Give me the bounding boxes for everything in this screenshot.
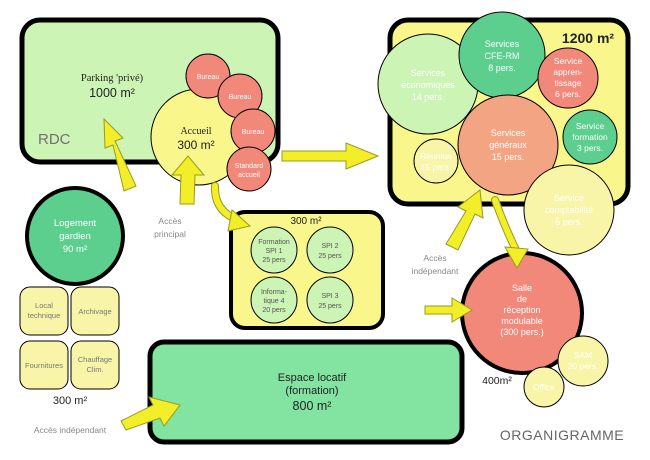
arrow-services-to-reception [491,196,529,270]
standard-label-2: accueil [238,172,260,179]
chauffage-clim-box [70,340,120,390]
logement-gardien-label-3: 90 m² [63,244,87,255]
bureau-label-1: Bureau [197,74,220,81]
formation-spi1-circle [250,226,298,274]
formation-spi1-label-3: 25 pers [262,257,286,264]
service-comptabilite-label-2: comptabilité [545,205,593,215]
reunion-label-2: 15 pers. [421,162,452,172]
accueil-title: Accueil [180,126,211,137]
espace-locatif-label-1: Espace locatif [278,372,347,384]
chauffage-clim-label-1: Chauffage [78,355,112,364]
salle-reception-label-2: de [517,294,527,304]
formation-area: 300 m² [290,216,322,227]
arrow-accueil-to-formation [210,182,252,232]
services-economiques-label-3: 14 pers. [412,92,445,102]
archivage-label: Archivage [78,307,111,316]
service-formation-label-1: Service [576,121,605,131]
reunion-label-1: Réunion [420,151,452,161]
formation-spi1-label-2: SPI 1 [265,248,282,255]
arrow-to-services-block [445,189,484,251]
bureau-label-2: Bureau [229,94,252,101]
service-comptabilite-label-3: 5 pers. [555,217,583,227]
service-comptabilite-circle [523,164,615,256]
local-technique-label-2: technique [28,311,61,320]
acces-principal-label-2: principal [154,229,186,239]
formation-spi2-label-1: SPI 2 [321,243,338,250]
services-area: 1200 m² [562,30,614,46]
office-circle [523,366,565,408]
services-generaux-circle [457,94,559,196]
office-label: Office [533,382,555,392]
local-technique-label-1: Local [35,301,53,310]
formation-spi1-label-1: Formation [258,239,290,246]
salle-reception-label-5: (300 pers.) [500,327,544,337]
accueil-area: 300 m² [177,138,214,152]
parking-title: Parking 'privé) [81,73,144,84]
formation-spi3-circle [306,276,354,324]
formation-spi2-label-2: 25 pers [318,253,342,260]
espace-locatif-area: 800 m² [293,399,332,413]
parking-area: 1000 m² [89,86,135,100]
salle-reception-label-4: modulable [501,316,543,326]
reunion-circle [413,138,459,184]
services-generaux-label-3: 15 pers. [492,152,525,162]
service-apprentissage-label-2: appren- [553,67,582,77]
arrow-to-parking [103,117,137,192]
formation-info4-label-2: tique 4 [263,298,284,305]
services-economiques-label-1: Services [411,68,446,78]
services-cfe-label-3: 8 pers. [488,63,516,73]
salle-reception-label-1: Salle [512,283,532,293]
standard-label: Standard [235,163,264,170]
arrow-to-reception [424,297,473,323]
services-economiques-label-2: économiques [401,80,455,90]
service-formation-circle [562,109,618,165]
service-apprentissage-label-3: tissage [555,78,582,88]
services-generaux-label-1: Services [491,128,526,138]
arrow-to-accueil [170,155,206,205]
services-cfe-label-2: CFE-RM [485,51,520,61]
salle-reception-label-3: réception [503,305,540,315]
service-comptabilite-label-1: Service [554,193,584,203]
chauffage-clim-label-2: Clim. [86,365,103,374]
espace-locatif-zone [147,339,465,445]
local-technique-box [19,286,69,336]
annexes-area: 300 m² [53,395,88,407]
formation-info4-label-1: Informa- [261,289,288,296]
logement-gardien-label-1: Logement [54,218,97,229]
acces-independant-mid-label-2: indépendant [412,266,459,276]
service-formation-label-2: formation [572,132,608,142]
formation-info4-label-3: 20 pers [262,307,286,314]
standard-circle [226,146,272,192]
fournitures-label: Fournitures [25,361,63,370]
fournitures-box [19,340,69,390]
arrow-to-espace-locatif [120,396,181,431]
archivage-box [70,286,120,336]
services-generaux-label-2: généraux [489,140,527,150]
formation-spi3-label-2: 25 pers [318,303,342,310]
organigramme-title: ORGANIGRAMME [500,427,624,443]
formation-spi3-label-1: SPI 3 [321,293,338,300]
formation-spi2-circle [306,226,354,274]
arrow-accueil-to-services [281,142,380,170]
espace-locatif-label-2: (formation) [285,385,338,397]
service-apprentissage-circle [537,47,599,109]
logement-gardien-circle [25,186,125,286]
sam-circle [557,335,609,387]
bureau-label-3: Bureau [242,129,265,136]
service-apprentissage-label-1: Service [554,56,583,66]
acces-independant-bottom-label: Accès indépendant [34,425,107,435]
logement-gardien-label-2: gardien [59,231,91,242]
acces-principal-label-1: Accès [158,216,181,226]
service-formation-label-3: 3 pers. [577,143,603,153]
sam-label-1: SAM [574,350,592,360]
sam-label-2: 20 pers. [568,361,599,371]
acces-independant-mid-label-1: Accès [423,253,446,263]
service-apprentissage-label-4: 6 pers. [555,89,581,99]
reception-area: 400m² [482,375,512,387]
services-cfe-label-1: Services [485,39,520,49]
parking-level: RDC [38,131,71,148]
formation-info4-circle [250,276,298,324]
